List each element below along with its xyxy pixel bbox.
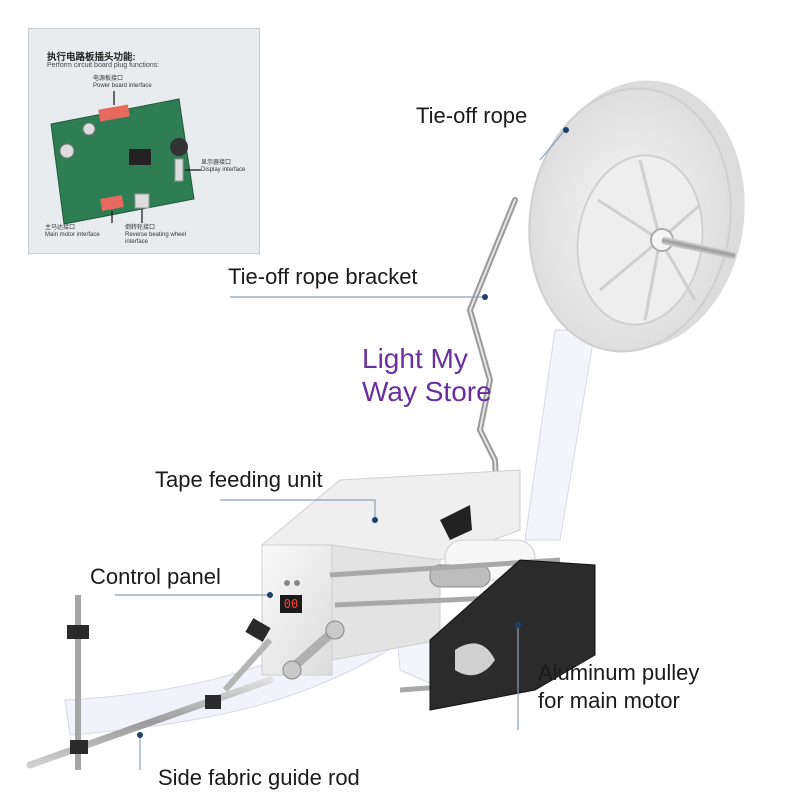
callout-tape-feeding-unit: Tape feeding unit	[155, 467, 323, 492]
control-readout: 00	[283, 597, 299, 611]
tape-strip-upper	[524, 329, 596, 541]
wheel-label: 倒转轮接口 Reverse beating wheel interface	[125, 225, 187, 245]
inset-subtitle: Perform circuit board plug functions:	[47, 62, 160, 69]
callout-dot-control-panel	[267, 592, 273, 598]
feed-lever	[440, 505, 472, 540]
reel-axle	[661, 236, 736, 259]
callout-dot-rope-bracket	[482, 294, 488, 300]
leader-lines	[115, 129, 566, 770]
callout-tie-off-rope: Tie-off rope	[416, 103, 528, 128]
display-connector	[174, 158, 184, 182]
power-connector	[98, 104, 130, 122]
capacitor-2	[82, 122, 96, 136]
pcb-illustration	[50, 91, 201, 225]
motor-label: 主马达接口 Main motor interface	[45, 225, 100, 238]
buzzer	[170, 138, 188, 156]
power-label: 电源板接口 Power board interface	[93, 76, 152, 89]
callout-side-fabric-guide-rod: Side fabric guide rod	[158, 765, 360, 790]
callout-control-panel: Control panel	[90, 564, 221, 589]
store-watermark: Light My Way Store	[362, 343, 492, 407]
callout-aluminum-pulley: Aluminum pulley for main motor	[538, 660, 700, 713]
chip	[129, 149, 151, 165]
motor-connector	[100, 195, 124, 211]
callout-dot-tie-off-rope	[563, 127, 569, 133]
callout-dot-tape-feeding	[372, 517, 378, 523]
wheel-connector	[134, 193, 150, 209]
circuit-board-inset: 执行电路板插头功能: Perform circuit board plug fu…	[28, 28, 260, 254]
capacitor-1	[59, 143, 75, 159]
display-label: 显示器接口 Display interface	[201, 160, 246, 173]
callout-dot-aluminum-pulley	[515, 622, 521, 628]
callout-tie-off-rope-bracket: Tie-off rope bracket	[228, 264, 418, 289]
control-display	[280, 595, 302, 613]
callout-dot-guide-rod	[137, 732, 143, 738]
inset-title: 执行电路板插头功能:	[47, 52, 136, 63]
